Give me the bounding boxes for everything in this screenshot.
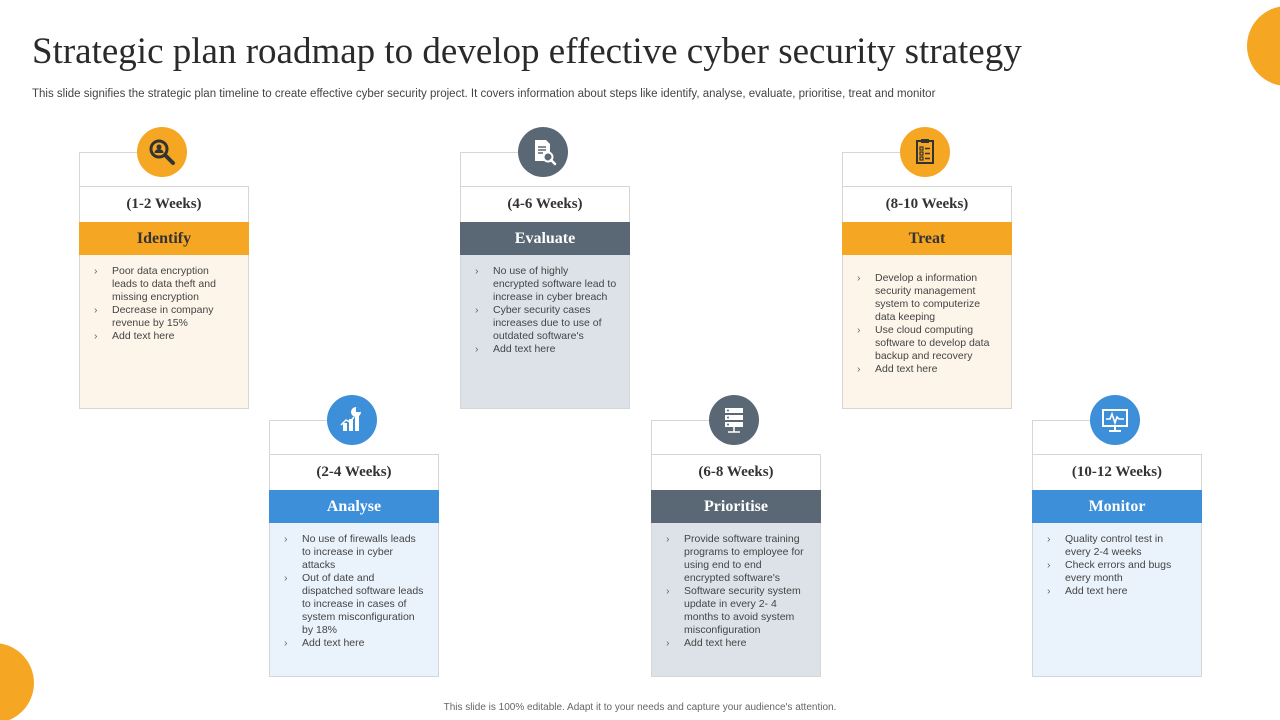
bullet-item: Poor data encryption leads to data theft… [94, 265, 236, 304]
bullet-item: Use cloud computing software to develop … [857, 324, 999, 363]
step-duration: (2-4 Weeks) [269, 454, 439, 490]
bullet-item: Quality control test in every 2-4 weeks [1047, 533, 1189, 559]
bullet-item: Software security system update in every… [666, 585, 808, 637]
step-details: Quality control test in every 2-4 weeks … [1032, 523, 1202, 677]
step-details: No use of highly encrypted software lead… [460, 255, 630, 409]
step-duration: (4-6 Weeks) [460, 186, 630, 222]
step-label: Analyse [269, 490, 439, 523]
step-details: Develop a information security managemen… [842, 255, 1012, 409]
bullet-item: Cyber security cases increases due to us… [475, 304, 617, 343]
step-label: Prioritise [651, 490, 821, 523]
search-icon [137, 127, 187, 177]
page-title: Strategic plan roadmap to develop effect… [32, 31, 1022, 72]
server-icon [709, 395, 759, 445]
bullet-item: No use of highly encrypted software lead… [475, 265, 617, 304]
step-duration: (8-10 Weeks) [842, 186, 1012, 222]
step-duration: (6-8 Weeks) [651, 454, 821, 490]
step-duration: (10-12 Weeks) [1032, 454, 1202, 490]
document-search-icon [518, 127, 568, 177]
step-label: Treat [842, 222, 1012, 255]
step-details: Poor data encryption leads to data theft… [79, 255, 249, 409]
bullet-item: Add text here [857, 363, 999, 376]
bullet-item: Add text here [666, 637, 808, 650]
card-tab [1032, 420, 1092, 456]
card-tab [269, 420, 329, 456]
step-label: Evaluate [460, 222, 630, 255]
footer-note: This slide is 100% editable. Adapt it to… [443, 702, 837, 713]
bullet-item: Add text here [1047, 585, 1189, 598]
bullet-item: Check errors and bugs every month [1047, 559, 1189, 585]
bullet-item: Add text here [284, 637, 426, 650]
card-tab [842, 152, 902, 188]
bullet-item: Develop a information security managemen… [857, 272, 999, 324]
monitor-icon [1090, 395, 1140, 445]
step-label: Monitor [1032, 490, 1202, 523]
analytics-icon [327, 395, 377, 445]
card-tab [460, 152, 520, 188]
page-subtitle: This slide signifies the strategic plan … [32, 88, 936, 100]
decorative-circle-top-right [1247, 6, 1280, 86]
step-details: No use of firewalls leads to increase in… [269, 523, 439, 677]
step-details: Provide software training programs to em… [651, 523, 821, 677]
checklist-icon [900, 127, 950, 177]
bullet-item: Out of date and dispatched software lead… [284, 572, 426, 637]
bullet-item: Provide software training programs to em… [666, 533, 808, 585]
step-label: Identify [79, 222, 249, 255]
card-tab [651, 420, 711, 456]
bullet-item: Add text here [475, 343, 617, 356]
bullet-item: Decrease in company revenue by 15% [94, 304, 236, 330]
bullet-item: No use of firewalls leads to increase in… [284, 533, 426, 572]
bullet-item: Add text here [94, 330, 236, 343]
step-duration: (1-2 Weeks) [79, 186, 249, 222]
card-tab [79, 152, 139, 188]
